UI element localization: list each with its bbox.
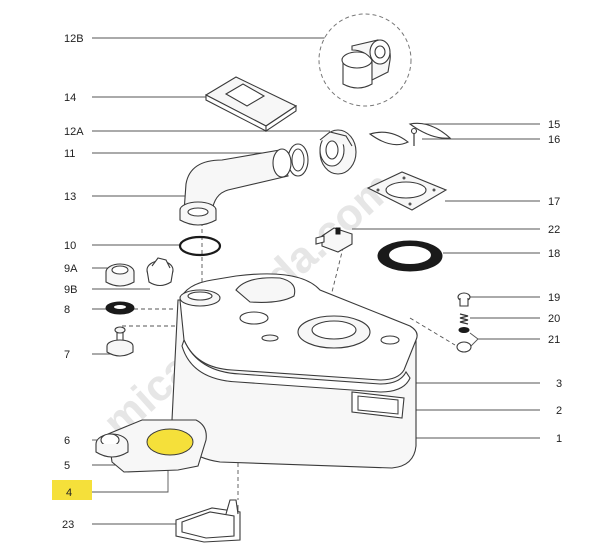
callout-12b: 12B — [64, 33, 84, 45]
callout-10: 10 — [64, 240, 76, 252]
part-15-clip — [368, 131, 410, 146]
part-12a-cap — [319, 129, 357, 175]
callout-12a: 12A — [64, 126, 84, 138]
part-8-gasket — [105, 301, 135, 315]
callout-4: 4 — [66, 487, 72, 499]
callout-20: 20 — [548, 313, 560, 325]
part-19-knob — [457, 292, 471, 307]
callout-2: 2 — [556, 405, 562, 417]
part-13-pipe — [179, 148, 292, 226]
part-7-valve — [106, 326, 134, 357]
part-4-5-6-valve-assembly — [95, 419, 207, 473]
callout-17: 17 — [548, 196, 560, 208]
callout-8: 8 — [64, 304, 70, 316]
part-14-cover — [204, 76, 298, 133]
callout-13: 13 — [64, 191, 76, 203]
callout-15: 15 — [548, 119, 560, 131]
part-10-oring — [178, 235, 222, 257]
part-12b-detail — [318, 13, 412, 107]
part-16-screw — [408, 122, 452, 146]
callout-21: 21 — [548, 334, 560, 346]
part-23-bracket — [175, 499, 241, 543]
callout-22: 22 — [548, 224, 560, 236]
callout-9a: 9A — [64, 263, 78, 275]
callout-1: 1 — [556, 433, 562, 445]
callout-11: 11 — [64, 148, 75, 160]
callout-6: 6 — [64, 435, 70, 447]
callout-7: 7 — [64, 349, 70, 361]
callout-9b: 9B — [64, 284, 77, 296]
callout-18: 18 — [548, 248, 560, 260]
part-9a-cap — [105, 263, 135, 287]
part-18-gasket — [377, 240, 443, 272]
callout-14: 14 — [64, 92, 76, 104]
part-9b-cap — [146, 257, 174, 287]
part-22-sensor — [315, 227, 353, 253]
part-17-flange — [366, 171, 448, 211]
callout-labels: 12B 14 12A 11 13 10 9A 9B 8 7 6 5 4 23 1… — [52, 33, 562, 531]
callout-16: 16 — [548, 134, 560, 146]
callout-23: 23 — [62, 519, 74, 531]
part-21-disc — [456, 341, 472, 353]
part-20-spring — [458, 313, 470, 333]
callout-3: 3 — [556, 378, 562, 390]
callout-19: 19 — [548, 292, 560, 304]
part-1-tank — [171, 273, 418, 469]
callout-5: 5 — [64, 460, 70, 472]
callout-4-highlight — [52, 480, 92, 500]
highlight-disc — [146, 428, 194, 456]
